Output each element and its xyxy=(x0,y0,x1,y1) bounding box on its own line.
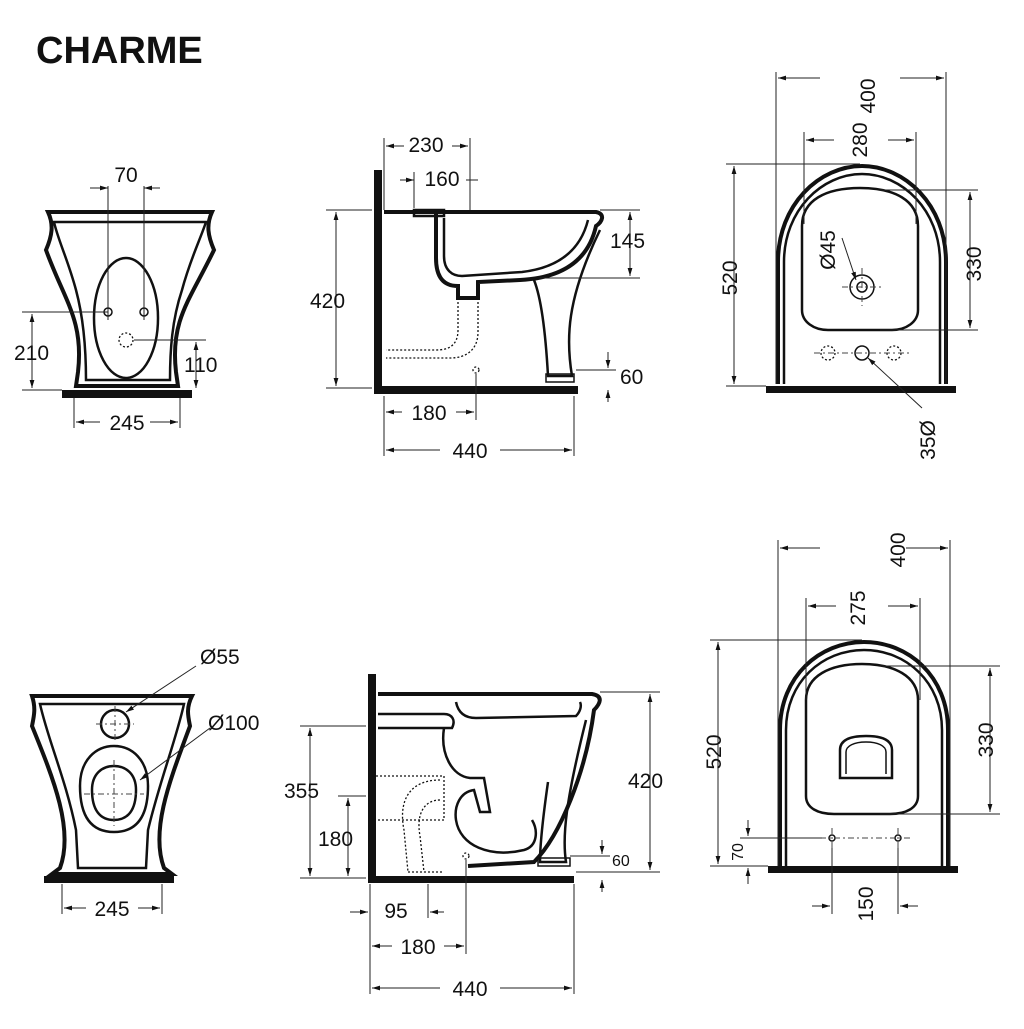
dim-520b: 520 xyxy=(703,734,726,769)
dim-160: 160 xyxy=(424,168,459,191)
dim-520: 520 xyxy=(719,260,742,295)
dim-60b: 60 xyxy=(612,853,630,870)
dim-280: 280 xyxy=(849,122,872,157)
dim-355: 355 xyxy=(284,780,319,803)
dim-70b: 70 xyxy=(730,843,747,861)
dim-95: 95 xyxy=(384,900,407,923)
dim-275: 275 xyxy=(847,590,870,625)
dim-400b: 400 xyxy=(887,532,910,567)
dim-400: 400 xyxy=(857,78,880,113)
bidet-front-view: 70 210 110 245 xyxy=(14,164,217,435)
dim-330: 330 xyxy=(963,246,986,281)
page-title: CHARME xyxy=(36,30,203,72)
dim-180d: 180 xyxy=(400,936,435,959)
dim-230: 230 xyxy=(408,134,443,157)
dim-245: 245 xyxy=(109,412,144,435)
bidet-side-view: 230 160 145 420 60 180 440 xyxy=(310,134,645,463)
dim-110: 110 xyxy=(184,354,217,377)
dim-35: 35Ø xyxy=(917,420,940,460)
dim-440: 440 xyxy=(452,440,487,463)
dim-210: 210 xyxy=(14,342,49,365)
dim-d55: Ø55 xyxy=(200,646,240,669)
wc-top-view: 400 275 520 330 70 150 xyxy=(703,532,1000,922)
dim-60: 60 xyxy=(620,366,643,389)
dim-245b: 245 xyxy=(94,898,129,921)
wc-side-view: 355 180 420 60 95 180 440 xyxy=(284,674,663,1001)
dim-d45: Ø45 xyxy=(817,230,840,270)
dim-d100: Ø100 xyxy=(208,712,259,735)
dim-70: 70 xyxy=(114,164,137,187)
dim-440b: 440 xyxy=(452,978,487,1001)
dim-420b: 420 xyxy=(628,770,663,793)
dim-330b: 330 xyxy=(975,722,998,757)
bidet-top-view: 400 280 520 330 Ø45 35Ø xyxy=(719,72,986,460)
dim-145: 145 xyxy=(610,230,645,253)
wc-front-view: Ø55 Ø100 245 xyxy=(29,646,259,921)
dim-180c: 180 xyxy=(318,828,353,851)
dim-150: 150 xyxy=(855,886,878,921)
dim-180: 180 xyxy=(411,402,446,425)
dim-420: 420 xyxy=(310,290,345,313)
